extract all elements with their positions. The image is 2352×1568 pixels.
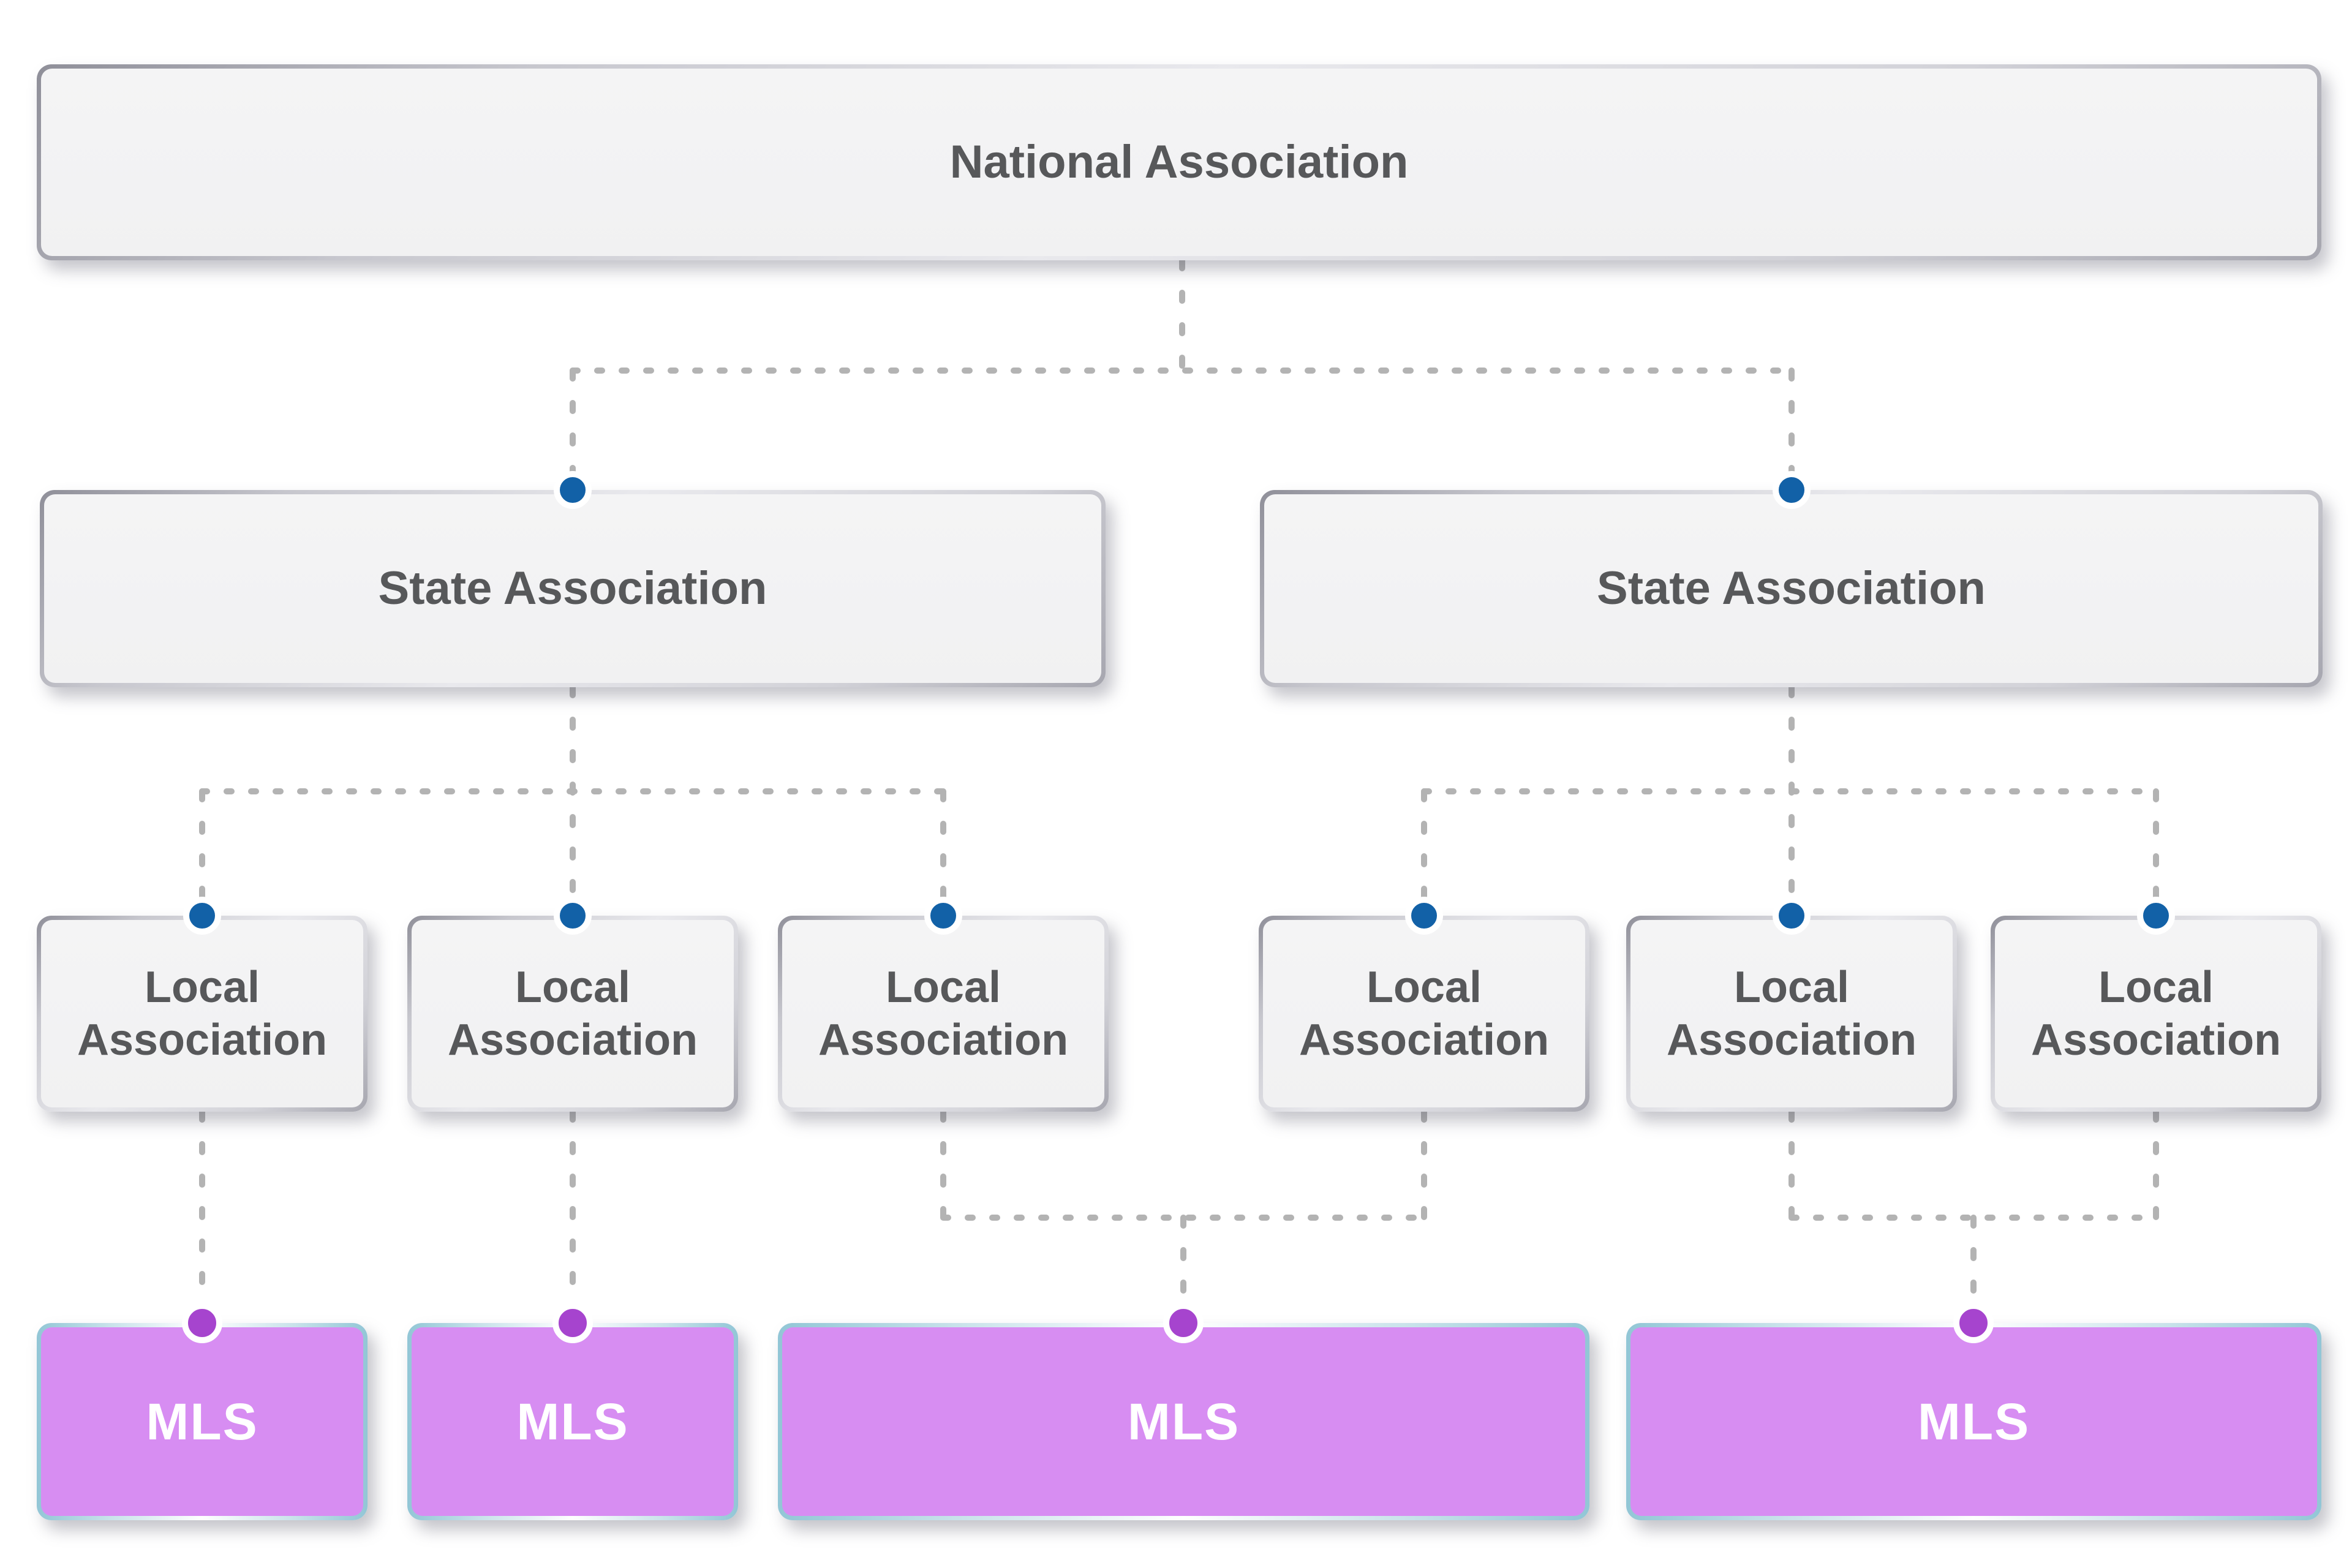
node-mls-4-body: MLS — [1630, 1327, 2317, 1516]
node-local-association-1: Local Association — [37, 916, 368, 1112]
node-local-association-2: Local Association — [407, 916, 738, 1112]
node-state-association-1: State Association — [40, 490, 1106, 687]
node-local-association-4: Local Association — [1259, 916, 1589, 1112]
node-local-association-5: Local Association — [1626, 916, 1957, 1112]
node-local-association-3: Local Association — [778, 916, 1109, 1112]
node-local-association-6-body: Local Association — [1995, 920, 2317, 1107]
node-local-association-5-body: Local Association — [1630, 920, 1953, 1107]
port-local-association-6 — [2137, 897, 2175, 935]
node-local-association-3-body: Local Association — [782, 920, 1104, 1107]
node-mls-4: MLS — [1626, 1323, 2321, 1520]
node-state-association-1-label: State Association — [378, 562, 767, 615]
port-mls-3 — [1163, 1303, 1204, 1343]
node-mls-4-label: MLS — [1917, 1392, 2030, 1450]
node-state-association-2-label: State Association — [1597, 562, 1986, 615]
node-mls-1-body: MLS — [41, 1327, 363, 1516]
port-state-association-1 — [554, 471, 592, 509]
node-local-association-3-label: Local Association — [818, 962, 1069, 1065]
node-local-association-2-body: Local Association — [412, 920, 734, 1107]
node-mls-2: MLS — [407, 1323, 738, 1520]
node-national-association-label: National Association — [949, 136, 1409, 189]
node-local-association-5-label: Local Association — [1666, 962, 1917, 1065]
port-mls-1 — [182, 1303, 222, 1343]
node-national-association-body: National Association — [41, 69, 2317, 256]
node-mls-3: MLS — [778, 1323, 1589, 1520]
node-local-association-2-label: Local Association — [447, 962, 698, 1065]
port-mls-2 — [552, 1303, 593, 1343]
node-state-association-2: State Association — [1260, 490, 2323, 687]
port-local-association-2 — [554, 897, 592, 935]
port-local-association-5 — [1773, 897, 1811, 935]
port-state-association-2 — [1773, 471, 1811, 509]
port-local-association-1 — [183, 897, 221, 935]
node-local-association-6-label: Local Association — [2030, 962, 2282, 1065]
node-mls-3-body: MLS — [782, 1327, 1585, 1516]
node-mls-1-label: MLS — [146, 1392, 258, 1450]
node-local-association-4-body: Local Association — [1263, 920, 1585, 1107]
port-local-association-3 — [924, 897, 962, 935]
node-national-association: National Association — [37, 64, 2321, 260]
port-local-association-4 — [1405, 897, 1443, 935]
node-local-association-1-body: Local Association — [41, 920, 363, 1107]
node-mls-3-label: MLS — [1127, 1392, 1240, 1450]
node-state-association-2-body: State Association — [1264, 494, 2318, 683]
node-mls-2-body: MLS — [412, 1327, 734, 1516]
node-local-association-6: Local Association — [1991, 916, 2321, 1112]
node-local-association-1-label: Local Association — [77, 962, 328, 1065]
node-local-association-4-label: Local Association — [1298, 962, 1550, 1065]
port-mls-4 — [1953, 1303, 1994, 1343]
node-mls-2-label: MLS — [516, 1392, 629, 1450]
node-mls-1: MLS — [37, 1323, 368, 1520]
node-state-association-1-body: State Association — [44, 494, 1101, 683]
